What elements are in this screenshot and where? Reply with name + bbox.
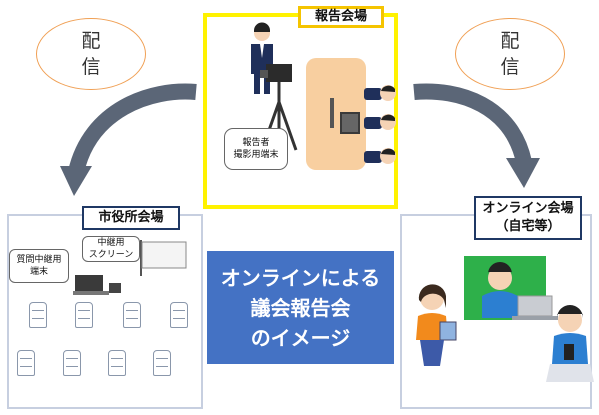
callout-text-1: 中継用 <box>97 238 125 248</box>
boy-with-phone-icon <box>546 305 594 382</box>
chair-icon <box>75 302 93 328</box>
chair-icon <box>170 302 188 328</box>
distribution-text-2: 信 <box>81 56 101 78</box>
chair-icon <box>123 302 141 328</box>
reporter-2-icon <box>364 114 396 130</box>
woman-with-tablet-icon <box>416 284 457 366</box>
callout-text-2: 撮影用端末 <box>233 150 279 160</box>
reporter-camera-callout: 報告者 撮影用端末 <box>224 128 288 170</box>
chair-icon <box>29 302 47 328</box>
report-venue-label: 報告会場 <box>298 6 384 28</box>
callout-text-1: 質問中継用 <box>16 255 62 265</box>
title-line-1: オンラインによる <box>220 265 381 290</box>
reporter-1-icon <box>364 85 396 101</box>
relay-terminal-callout: 質問中継用 端末 <box>9 249 69 283</box>
relay-screen-callout: 中継用 スクリーン <box>82 236 140 262</box>
online-venue-label: オンライン会場 （自宅等） <box>474 196 582 240</box>
online-participant-icon <box>482 262 518 318</box>
relay-screen-icon <box>140 240 187 276</box>
chair-icon <box>63 350 81 376</box>
callout-text-2: スクリーン <box>88 250 134 260</box>
online-venue-label-line-1: オンライン会場 <box>482 201 574 216</box>
online-venue-label-line-2: （自宅等） <box>495 219 561 234</box>
callout-text-1: 報告者 <box>242 138 270 148</box>
chair-icon <box>108 350 126 376</box>
distribution-bubble-right: 配 信 <box>455 18 565 90</box>
laptop-icon <box>73 275 121 295</box>
title-line-3: のイメージ <box>250 325 351 350</box>
reporter-3-icon <box>364 148 396 164</box>
distribution-bubble-left: 配 信 <box>36 18 146 90</box>
laptop-icon <box>512 295 558 320</box>
chair-icon <box>153 350 171 376</box>
distribution-text-1: 配 <box>81 30 101 52</box>
diagram-title-box: オンラインによる 議会報告会 のイメージ <box>207 251 394 364</box>
chair-icon <box>17 350 35 376</box>
distribution-text-1: 配 <box>500 30 520 52</box>
callout-text-2: 端末 <box>29 267 48 277</box>
laptop-icon <box>330 98 360 134</box>
title-line-2: 議会報告会 <box>250 295 351 320</box>
distribution-text-2: 信 <box>500 56 520 78</box>
city-hall-venue-label: 市役所会場 <box>82 206 180 230</box>
